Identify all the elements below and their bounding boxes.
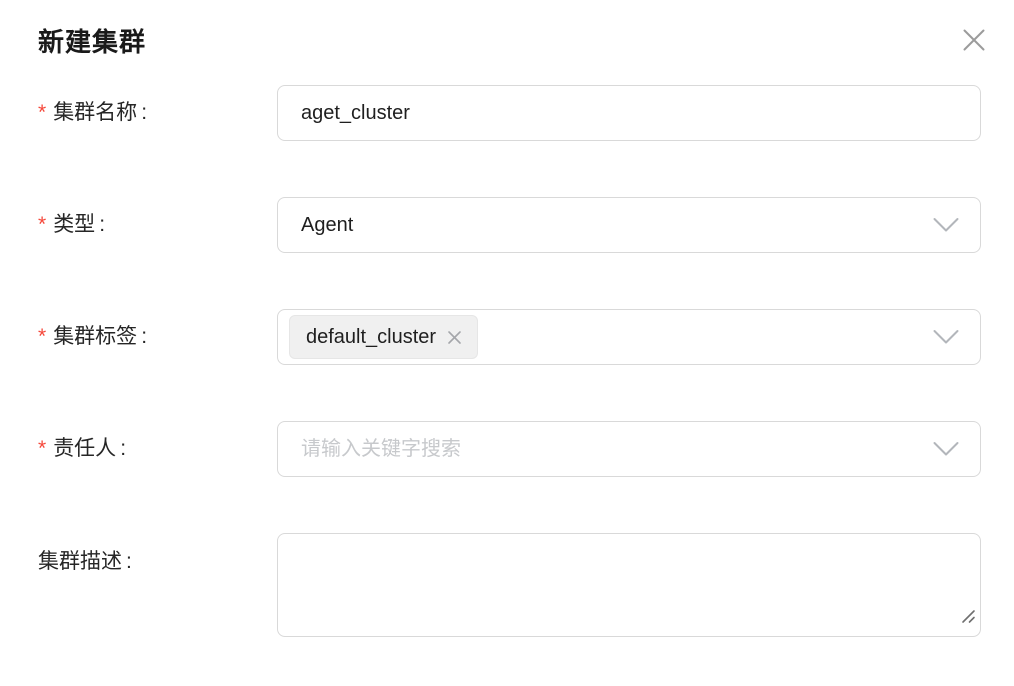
- close-icon: [960, 26, 988, 54]
- tag-remove-icon[interactable]: [446, 329, 463, 346]
- cluster-tags-select[interactable]: default_cluster: [277, 309, 981, 365]
- owner-label: * 责任人 :: [38, 434, 277, 464]
- field-row-owner: * 责任人 :: [38, 421, 981, 477]
- cluster-tags-label: * 集群标签 :: [38, 322, 277, 352]
- tag-chip: default_cluster: [289, 315, 479, 359]
- field-row-type: * 类型 : Agent: [38, 197, 981, 253]
- required-mark: *: [38, 101, 47, 124]
- label-text: 集群标签: [53, 325, 138, 348]
- cluster-name-label: * 集群名称 :: [38, 98, 277, 128]
- field-row-cluster-tags: * 集群标签 : default_cluster: [38, 309, 981, 365]
- label-colon: :: [141, 101, 148, 124]
- cluster-name-input[interactable]: [277, 85, 981, 141]
- cluster-tags-control: default_cluster: [277, 309, 981, 365]
- tag-text: default_cluster: [306, 325, 437, 348]
- required-mark: *: [38, 213, 47, 236]
- field-row-cluster-name: * 集群名称 :: [38, 85, 981, 141]
- label-text: 责任人: [53, 437, 117, 460]
- type-label: * 类型 :: [38, 210, 277, 240]
- close-button[interactable]: [956, 22, 992, 58]
- label-colon: :: [126, 550, 132, 573]
- label-text: 集群描述: [38, 550, 122, 573]
- label-text: 集群名称: [53, 101, 138, 124]
- required-mark: *: [38, 437, 47, 460]
- dialog-header: 新建集群: [38, 25, 985, 59]
- dialog-title: 新建集群: [38, 27, 147, 57]
- required-mark: *: [38, 325, 47, 348]
- description-label: 集群描述 :: [38, 533, 277, 577]
- new-cluster-form: * 集群名称 : * 类型 : Agent: [38, 85, 981, 637]
- owner-control: [277, 421, 981, 477]
- description-control: [277, 533, 981, 637]
- cluster-name-control: [277, 85, 981, 141]
- type-select[interactable]: Agent: [277, 197, 981, 253]
- label-colon: :: [99, 213, 106, 236]
- type-control: Agent: [277, 197, 981, 253]
- label-colon: :: [141, 325, 148, 348]
- label-text: 类型: [53, 213, 96, 236]
- description-textarea[interactable]: [277, 533, 981, 637]
- field-row-description: 集群描述 :: [38, 533, 981, 637]
- owner-search-input[interactable]: [277, 421, 981, 477]
- type-select-value: Agent: [301, 213, 354, 236]
- label-colon: :: [120, 437, 127, 460]
